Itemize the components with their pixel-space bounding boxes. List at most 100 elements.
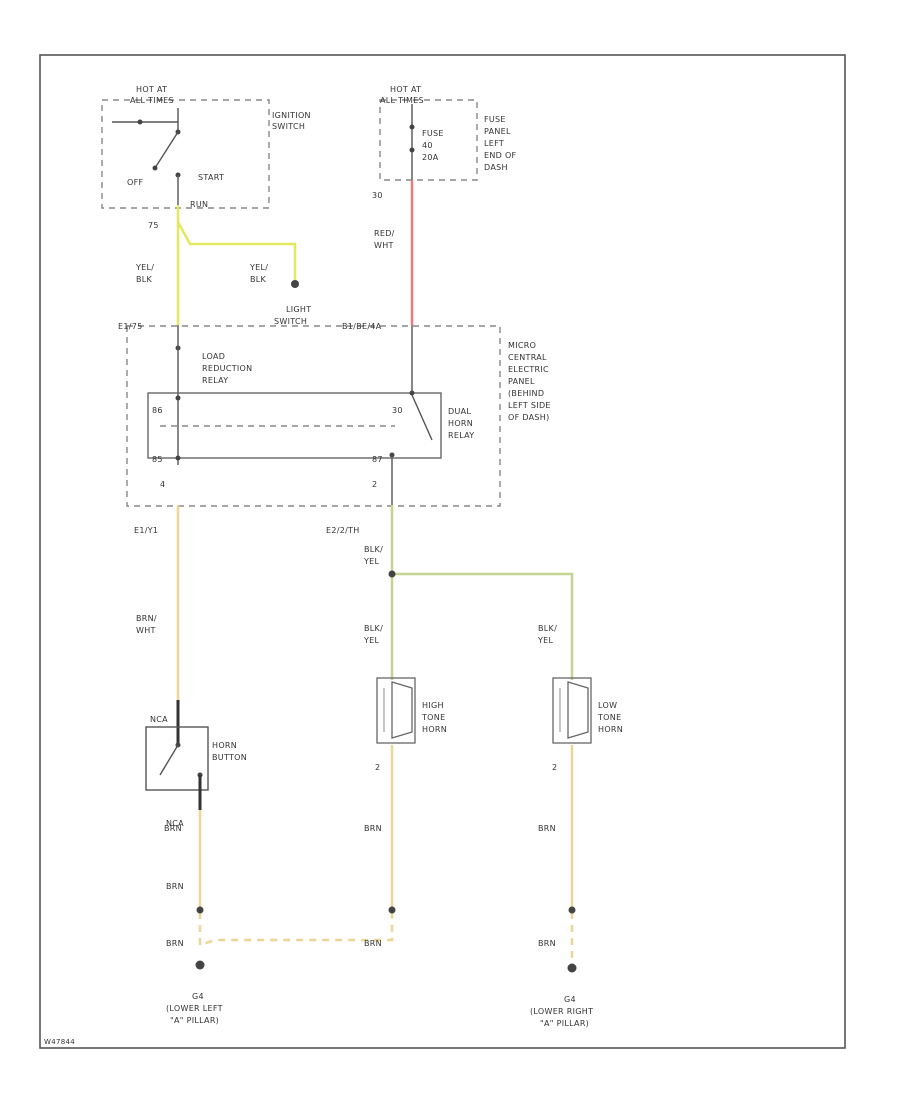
wire-brn-label-c: BRN xyxy=(166,939,184,948)
light-switch-label-2: SWITCH xyxy=(274,317,307,326)
connector-c1-label: E1/75 xyxy=(118,322,143,331)
fuse-hot-label-2: ALL TIMES xyxy=(380,96,424,105)
diagram-id: W47844 xyxy=(44,1038,75,1046)
ignition-run-label: RUN xyxy=(190,200,208,209)
ground-right-label-2: (LOWER RIGHT xyxy=(530,1007,593,1016)
fuse-label-2: 40 xyxy=(422,141,433,150)
relay-pin-85: 85 xyxy=(152,455,163,464)
ground-left-dot xyxy=(195,960,205,970)
wire-brn-label-f: BRN xyxy=(538,824,556,833)
ground-left-label-1: G4 xyxy=(192,992,204,1001)
low-horn-label-3: HORN xyxy=(598,725,623,734)
ground-left-label-3: "A" PILLAR) xyxy=(170,1016,219,1025)
horn-button-box xyxy=(145,726,209,791)
ignition-switch: HOT AT ALL TIMES OFF START RUN IGNITION … xyxy=(101,85,311,230)
wire-blk-yel-branch xyxy=(392,572,574,680)
fuse-panel-name-1: FUSE xyxy=(484,115,506,124)
connector-c4-label: E2/2/TH xyxy=(326,526,360,535)
wire-red-wht-label-1: RED/ xyxy=(374,229,395,238)
wire-yel-blk-b-label-1: YEL/ xyxy=(249,263,268,272)
high-horn-body xyxy=(376,677,416,744)
load-relay-label-3: RELAY xyxy=(202,376,229,385)
high-horn-label-1: HIGH xyxy=(422,701,444,710)
wire-yel-blk-branch xyxy=(176,221,297,282)
connector-pin-4: 4 xyxy=(160,480,165,489)
fuse-label-3: 20A xyxy=(422,153,439,162)
fuse-terminal-label: 30 xyxy=(372,191,383,200)
dual-horn-relay-3: RELAY xyxy=(448,431,475,440)
horn-button: NCA HORN BUTTON NCA xyxy=(145,700,247,828)
ignition-switch-name-2: SWITCH xyxy=(272,122,305,131)
ground-right-label-1: G4 xyxy=(564,995,576,1004)
diagram-frame xyxy=(39,54,846,1049)
wire-yel-blk-label-2: BLK xyxy=(136,275,153,284)
wire-brn-label-a: BRN xyxy=(164,824,182,833)
fuse-panel: HOT AT ALL TIMES FUSE 40 20A FUSE PANEL … xyxy=(372,85,517,200)
central-panel-name-4: PANEL xyxy=(508,377,535,386)
connector-c2-label: B1/BE/4A xyxy=(342,322,382,331)
load-relay-label-2: REDUCTION xyxy=(202,364,252,373)
ground-left-label-2: (LOWER LEFT xyxy=(166,1004,223,1013)
wire-brn-label-b: BRN xyxy=(166,882,184,891)
wire-brn-ground-left xyxy=(198,912,394,947)
central-panel-name-1: MICRO xyxy=(508,341,536,350)
wire-brn-label-g: BRN xyxy=(538,939,556,948)
wire-yel-blk-b-label-2: BLK xyxy=(250,275,267,284)
fuse-panel-name-2: PANEL xyxy=(484,127,511,136)
ignition-start-label: START xyxy=(198,173,224,182)
low-tone-horn: LOW TONE HORN 2 xyxy=(552,677,623,772)
low-horn-label-2: TONE xyxy=(597,713,621,722)
fuse-panel-name-4: END OF xyxy=(484,151,517,160)
load-relay-label-1: LOAD xyxy=(202,352,225,361)
wire-blk-yel-a-label-2: YEL xyxy=(363,557,380,566)
fuse-panel-name-3: LEFT xyxy=(484,139,504,148)
central-panel-name-5: (BEHIND xyxy=(508,389,544,398)
light-switch-label-1: LIGHT xyxy=(286,305,311,314)
ignition-switch-box xyxy=(101,99,270,209)
wire-blk-yel-c-label-1: BLK/ xyxy=(538,624,557,633)
central-panel-box xyxy=(126,325,501,507)
relay-pin-86: 86 xyxy=(152,406,163,415)
ignition-terminal-label: 75 xyxy=(148,221,159,230)
ground-right-label-3: "A" PILLAR) xyxy=(540,1019,589,1028)
ignition-switch-name-1: IGNITION xyxy=(272,111,311,120)
fuse-label-1: FUSE xyxy=(422,129,444,138)
wire-yel-blk-label-1: YEL/ xyxy=(135,263,154,272)
connector-c3-label: E1/Y1 xyxy=(134,526,158,535)
micro-central-panel: E1/75 B1/BE/4A LOAD REDUCTION RELAY 86 8… xyxy=(118,322,551,515)
blk-yel-splice-dot xyxy=(388,570,396,578)
horn-button-nca-bottom: NCA xyxy=(166,819,184,828)
relay-pin-87: 87 xyxy=(372,455,383,464)
ground-right-dot xyxy=(567,963,577,973)
fuse-panel-box xyxy=(379,99,478,181)
wire-brn-wht-label-1: BRN/ xyxy=(136,614,157,623)
central-panel-name-3: ELECTRIC xyxy=(508,365,549,374)
connector-pin-2: 2 xyxy=(372,480,377,489)
central-panel-name-2: CENTRAL xyxy=(508,353,547,362)
central-panel-name-7: OF DASH) xyxy=(508,413,550,422)
wire-blk-yel-b-label-2: YEL xyxy=(363,636,380,645)
wire-brn-label-e: BRN xyxy=(364,939,382,948)
ignition-off-label: OFF xyxy=(127,178,143,187)
high-horn-label-2: TONE xyxy=(421,713,445,722)
dual-horn-relay-2: HORN xyxy=(448,419,473,428)
wire-brn-wht-label-2: WHT xyxy=(136,626,156,635)
dual-horn-relay-1: DUAL xyxy=(448,407,471,416)
high-tone-horn: HIGH TONE HORN 2 xyxy=(375,677,447,772)
relay-box xyxy=(147,392,442,459)
central-panel-name-6: LEFT SIDE xyxy=(508,401,551,410)
low-horn-pin: 2 xyxy=(552,763,557,772)
yel-blk-terminal-dot xyxy=(291,280,299,288)
fuse-hot-label-1: HOT AT xyxy=(390,85,421,94)
low-horn-label-1: LOW xyxy=(598,701,617,710)
wire-blk-yel-c-label-2: YEL xyxy=(537,636,554,645)
horn-button-label-1: HORN xyxy=(212,741,237,750)
ignition-hot-label-2: ALL TIMES xyxy=(130,96,174,105)
high-horn-label-3: HORN xyxy=(422,725,447,734)
wire-blk-yel-b-label-1: BLK/ xyxy=(364,624,383,633)
wire-blk-yel-a-label-1: BLK/ xyxy=(364,545,383,554)
wire-brn-label-d: BRN xyxy=(364,824,382,833)
ignition-hot-label-1: HOT AT xyxy=(136,85,167,94)
low-horn-body xyxy=(552,677,592,744)
